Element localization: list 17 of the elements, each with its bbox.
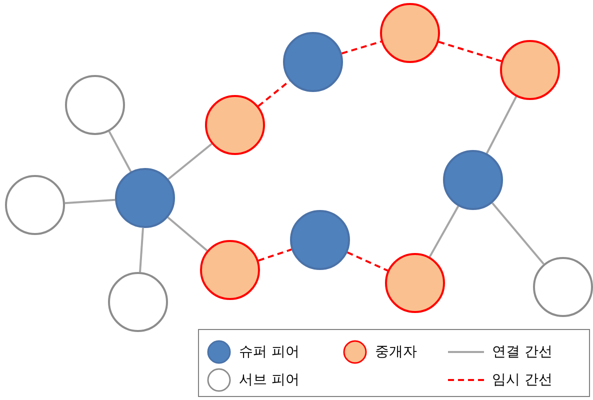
legend-label: 연결 간선 xyxy=(492,343,552,361)
connection-edge xyxy=(139,228,144,272)
temporary-edge xyxy=(341,40,382,54)
legend-label: 중개자 xyxy=(375,343,417,361)
connection-edge xyxy=(64,198,116,204)
connection-edge xyxy=(486,96,518,154)
connection-edge xyxy=(428,206,460,258)
connection-edge xyxy=(108,130,132,172)
legend-label: 슈퍼 피어 xyxy=(239,343,300,361)
legend-label: 서브 피어 xyxy=(239,371,300,389)
temporary-edge xyxy=(346,251,388,272)
connection-edge xyxy=(492,202,544,265)
connection-edge xyxy=(167,216,208,252)
temporary-edge xyxy=(438,40,502,62)
temporary-edge xyxy=(258,248,292,262)
connection-edge xyxy=(168,143,212,180)
legend-label: 임시 간선 xyxy=(492,371,552,389)
